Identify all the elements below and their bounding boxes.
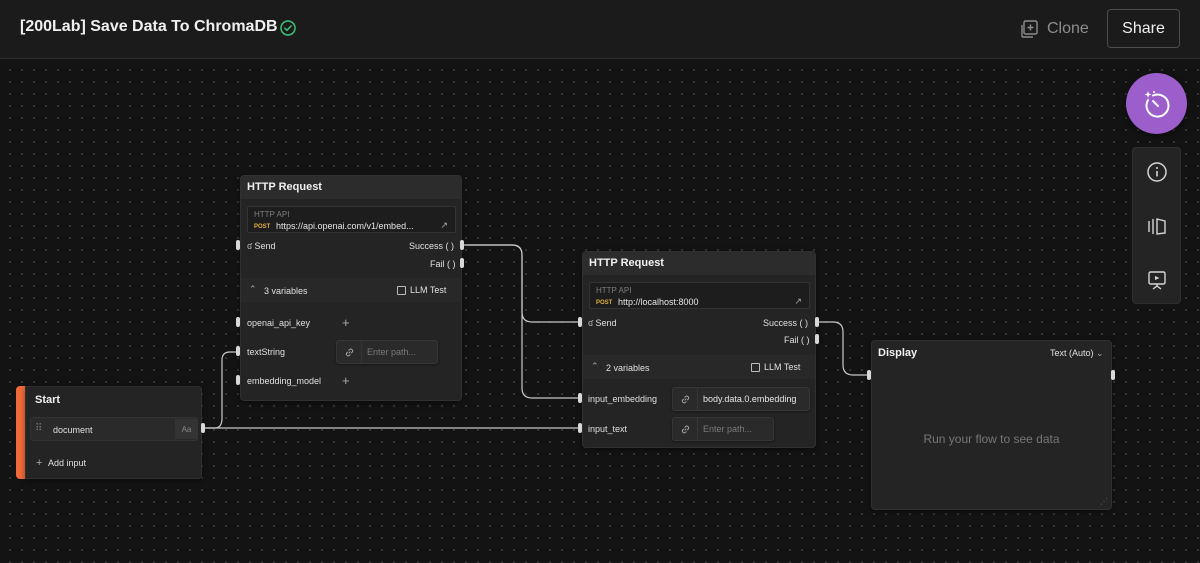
saved-check-icon — [280, 20, 296, 36]
http-api-box[interactable]: HTTP API POST https://api.openai.com/v1/… — [247, 206, 456, 233]
openai-api-key-port[interactable] — [236, 317, 240, 327]
ai-assistant-button[interactable] — [1126, 73, 1187, 134]
chevron-up-icon: ⌃ — [591, 361, 599, 371]
resize-handle-icon[interactable]: ⋰ — [1100, 497, 1108, 506]
success-label: Success ( ) — [409, 241, 455, 251]
textstring-port[interactable] — [236, 346, 240, 356]
success-port[interactable] — [460, 240, 464, 250]
method-badge: POST — [254, 224, 271, 230]
display-node[interactable]: Display Text (Auto) ⌄ Run your flow to s… — [871, 340, 1112, 510]
api-url: http://localhost:8000 — [618, 297, 699, 307]
send-label: ʛ Send — [588, 318, 617, 328]
open-link-icon[interactable]: ↗ — [440, 220, 448, 230]
input-embedding-port[interactable] — [578, 393, 582, 403]
llm-test-button[interactable]: LLM Test — [397, 285, 446, 296]
success-port[interactable] — [815, 317, 819, 327]
send-port[interactable] — [236, 240, 240, 250]
open-link-icon[interactable]: ↗ — [794, 296, 802, 306]
node-title: HTTP Request — [583, 252, 815, 275]
embedding-model-port[interactable] — [236, 375, 240, 385]
flow-title: [200Lab] Save Data To ChromaDB — [20, 18, 278, 35]
path-placeholder: Enter path... — [367, 347, 417, 357]
share-button[interactable]: Share — [1107, 9, 1180, 48]
fail-label: Fail ( ) — [784, 335, 810, 345]
tool-panel — [1132, 147, 1181, 304]
fail-label: Fail ( ) — [430, 259, 456, 269]
fail-port[interactable] — [815, 334, 819, 344]
variable-textstring: textString — [247, 347, 286, 357]
chevron-down-icon: ⌄ — [1096, 348, 1104, 358]
plus-icon: + — [36, 457, 43, 469]
variables-toggle[interactable]: ⌃ 3 variables LLM Test — [241, 278, 461, 302]
display-mode-select[interactable]: Text (Auto) ⌄ — [1050, 348, 1104, 358]
variable-openai-api-key: openai_api_key — [247, 318, 311, 328]
variable-embedding-model: embedding_model — [247, 376, 322, 386]
llm-test-icon — [751, 363, 760, 373]
input-name[interactable]: document — [53, 425, 93, 435]
add-input-button[interactable]: + Add input — [36, 457, 86, 469]
path-value: body.data.0.embedding — [703, 394, 797, 404]
input-type-badge[interactable]: Aa — [175, 419, 198, 439]
path-input[interactable]: body.data.0.embedding — [672, 387, 810, 411]
start-node[interactable]: Start ⠿ document Aa + Add input — [25, 386, 202, 479]
api-label: HTTP API — [596, 286, 632, 295]
send-icon: ʛ — [247, 241, 253, 251]
node-title: Start — [35, 394, 61, 406]
node-title: Display — [878, 347, 918, 359]
clone-label: Clone — [1047, 20, 1089, 37]
send-icon: ʛ — [588, 318, 594, 328]
api-url: https://api.openai.com/v1/embed... — [276, 221, 414, 231]
input-row[interactable]: ⠿ document Aa — [30, 417, 198, 441]
path-input[interactable]: Enter path... — [672, 417, 774, 441]
display-placeholder: Run your flow to see data — [923, 432, 1060, 446]
top-bar: [200Lab] Save Data To ChromaDB Clone Sha… — [0, 0, 1200, 59]
add-path-icon[interactable]: + — [342, 315, 350, 330]
variable-input-embedding: input_embedding — [588, 394, 658, 404]
variables-toggle[interactable]: ⌃ 2 variables LLM Test — [583, 355, 815, 379]
path-input[interactable]: Enter path... — [336, 340, 438, 364]
variables-count: 2 variables — [606, 363, 650, 373]
node-title: HTTP Request — [241, 176, 461, 199]
send-label: ʛ Send — [247, 241, 276, 251]
http-api-box[interactable]: HTTP API POST http://localhost:8000 ↗ — [589, 282, 810, 309]
info-icon[interactable] — [1145, 160, 1169, 184]
link-icon — [673, 418, 698, 440]
fail-port[interactable] — [460, 258, 464, 268]
chevron-up-icon: ⌃ — [249, 284, 257, 294]
display-input-port[interactable] — [867, 370, 871, 380]
api-label: HTTP API — [254, 210, 290, 219]
llm-test-button[interactable]: LLM Test — [751, 362, 800, 373]
variable-input-text: input_text — [588, 424, 628, 434]
send-port[interactable] — [578, 317, 582, 327]
llm-test-icon — [397, 286, 406, 296]
http-request-node-2[interactable]: HTTP Request HTTP API POST http://localh… — [582, 251, 816, 448]
success-label: Success ( ) — [763, 318, 809, 328]
link-icon — [673, 388, 698, 410]
start-node-accent — [16, 386, 25, 479]
http-request-node-1[interactable]: HTTP Request HTTP API POST https://api.o… — [240, 175, 462, 401]
path-placeholder: Enter path... — [703, 424, 753, 434]
input-text-port[interactable] — [578, 423, 582, 433]
link-icon — [337, 341, 362, 363]
document-port[interactable] — [201, 423, 205, 433]
clone-icon — [1021, 20, 1038, 38]
add-path-icon[interactable]: + — [342, 373, 350, 388]
method-badge: POST — [596, 300, 613, 306]
drag-handle-icon[interactable]: ⠿ — [35, 423, 42, 434]
magic-timer-icon — [1144, 90, 1169, 117]
clone-button[interactable]: Clone — [1019, 17, 1089, 41]
library-icon[interactable] — [1145, 214, 1169, 238]
variables-count: 3 variables — [264, 286, 308, 296]
display-output-port[interactable] — [1111, 370, 1115, 380]
presentation-icon[interactable] — [1145, 268, 1169, 292]
